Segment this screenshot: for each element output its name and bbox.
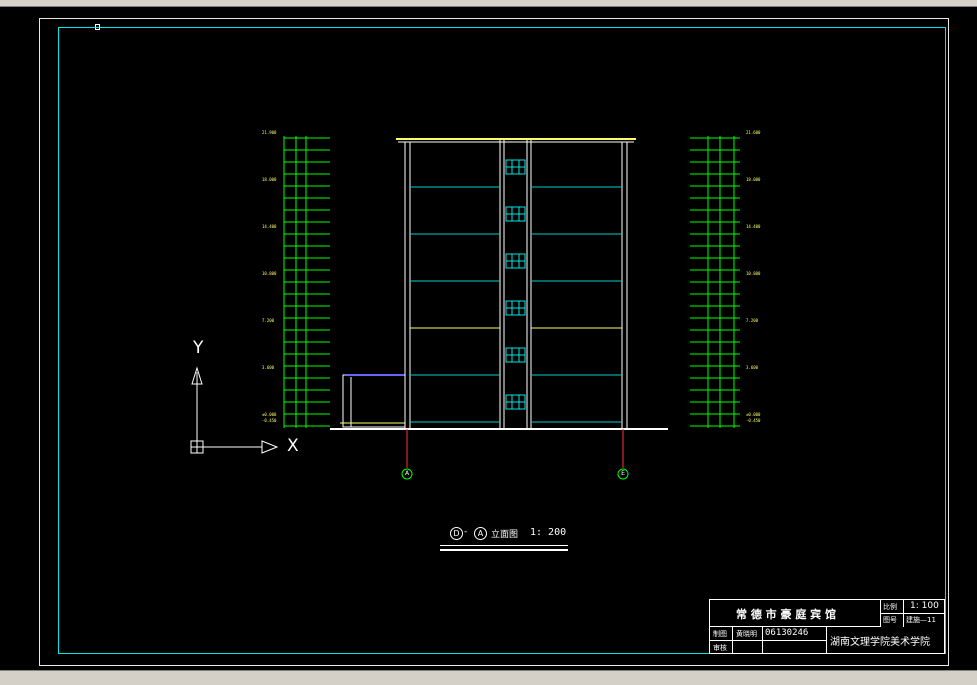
- tb-drawing-no-label: 图号: [883, 616, 897, 624]
- tb-scale-value: 1: 100: [910, 601, 939, 611]
- ucs-y-label: Y: [193, 338, 204, 358]
- tb-reviewer-label: 审核: [713, 644, 727, 652]
- ucs-icon: [190, 366, 279, 454]
- ucs-x-label: X: [287, 436, 299, 456]
- elev-right-4: 7.200: [746, 318, 759, 323]
- caption-scale: 1: 200: [530, 527, 567, 538]
- elev-right-5: 3.600: [746, 365, 759, 370]
- tb-drawing-no-value: 建施—11: [906, 616, 936, 624]
- elev-right-7: -0.450: [746, 418, 761, 423]
- tb-school-name: 湖南文理学院美术学院: [830, 637, 930, 648]
- status-strip: [0, 670, 977, 685]
- axis-bubble-E: E: [621, 470, 625, 477]
- elev-left-5: 3.600: [262, 365, 275, 370]
- elev-left-0: 21.900: [262, 130, 277, 135]
- caption-underline-thick: [440, 549, 568, 551]
- caption-dash: -: [464, 527, 468, 537]
- axis-bubble-A: A: [404, 470, 410, 477]
- elev-left-4: 7.200: [262, 318, 275, 323]
- caption-axis-end: A: [474, 527, 487, 540]
- toolbar-strip: [0, 0, 977, 7]
- drawing-canvas[interactable]: [0, 7, 977, 670]
- elev-right-3: 10.800: [746, 271, 761, 276]
- title-block: 常 德 市 豪 庭 宾 馆 比例 1: 100 图号 建施—11 制图 黄晓明 …: [709, 599, 945, 654]
- elev-left-2: 14.400: [262, 224, 277, 229]
- annex-block: [340, 374, 406, 428]
- pickbox-cursor: [95, 24, 100, 30]
- elev-left-6: ±0.000: [262, 412, 277, 417]
- grid-axis-E: [617, 429, 629, 480]
- elev-right-1: 18.000: [746, 177, 761, 182]
- elev-right-2: 14.400: [746, 224, 761, 229]
- elev-left-1: 18.000: [262, 177, 277, 182]
- caption-view-name: 立面图: [491, 530, 519, 540]
- caption-axis-start: D: [450, 527, 463, 540]
- grid-axis-A: [401, 429, 413, 480]
- main-tower: [396, 138, 636, 429]
- elev-left-3: 10.800: [262, 271, 277, 276]
- sheet-border-outer: [39, 18, 949, 666]
- view-caption: D - A 立面图 1: 200: [440, 525, 574, 555]
- tb-scale-label: 比例: [883, 603, 897, 611]
- elev-right-6: ±0.000: [746, 412, 761, 417]
- sheet-border-inner: [58, 27, 946, 654]
- tb-project-name: 常 德 市 豪 庭 宾 馆: [736, 608, 836, 621]
- elev-left-7: -0.450: [262, 418, 277, 423]
- tb-drawn-by-name: 黄晓明: [736, 630, 757, 638]
- tb-drawn-by-label: 制图: [713, 630, 727, 638]
- tb-student-id: 06130246: [765, 628, 809, 638]
- elev-right-0: 21.600: [746, 130, 761, 135]
- caption-underline-thin: [440, 545, 568, 546]
